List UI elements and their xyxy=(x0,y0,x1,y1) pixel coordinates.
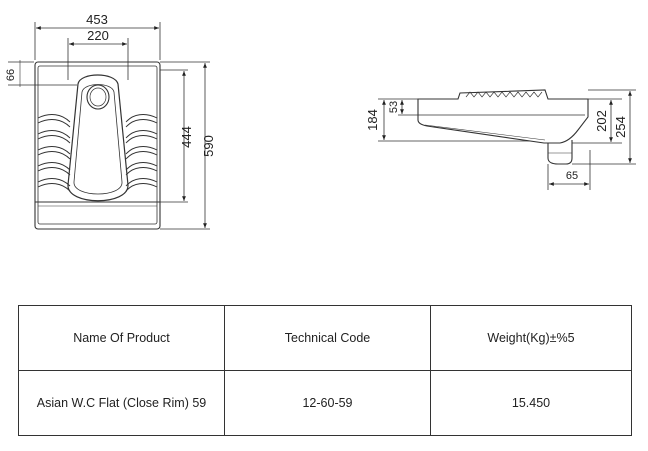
side-view-grips xyxy=(465,91,543,98)
dim-inner-height: 444 xyxy=(179,126,194,148)
spec-table: Name Of Product Technical Code Weight(Kg… xyxy=(18,305,632,436)
dim-side-outlet-height: 202 xyxy=(594,110,609,132)
table-row: Asian W.C Flat (Close Rim) 59 12-60-59 1… xyxy=(18,370,632,436)
cell-technical-code: 12-60-59 xyxy=(224,370,431,436)
dim-left-offset: 66 xyxy=(5,69,17,81)
top-view-pan xyxy=(67,74,129,202)
left-foot-grips xyxy=(37,114,71,192)
top-view-dimensions xyxy=(8,22,210,230)
top-view-outer-outline xyxy=(34,61,161,230)
dim-total-height: 590 xyxy=(201,135,216,157)
cell-weight: 15.450 xyxy=(430,370,632,436)
dim-inner-width: 220 xyxy=(87,28,109,43)
side-view xyxy=(417,89,589,165)
dim-side-height: 184 xyxy=(365,109,380,131)
header-weight: Weight(Kg)±%5 xyxy=(430,305,632,371)
spec-table-header-row: Name Of Product Technical Code Weight(Kg… xyxy=(18,305,632,371)
cell-product-name: Asian W.C Flat (Close Rim) 59 xyxy=(18,370,225,436)
top-view-inner-outline xyxy=(37,65,158,225)
dim-side-rim: 53 xyxy=(388,101,400,113)
dim-outlet-width: 65 xyxy=(566,170,578,182)
dim-top-width: 453 xyxy=(86,12,108,27)
technical-drawing: 453 220 66 444 590 xyxy=(5,12,636,230)
right-foot-grips xyxy=(125,114,158,192)
side-view-outlet xyxy=(547,140,573,165)
dim-side-total-height: 254 xyxy=(613,116,628,138)
top-view xyxy=(34,61,161,230)
side-view-dimensions xyxy=(378,89,636,190)
header-product-name: Name Of Product xyxy=(18,305,225,371)
header-technical-code: Technical Code xyxy=(224,305,431,371)
top-view-drain-hole xyxy=(86,84,110,110)
